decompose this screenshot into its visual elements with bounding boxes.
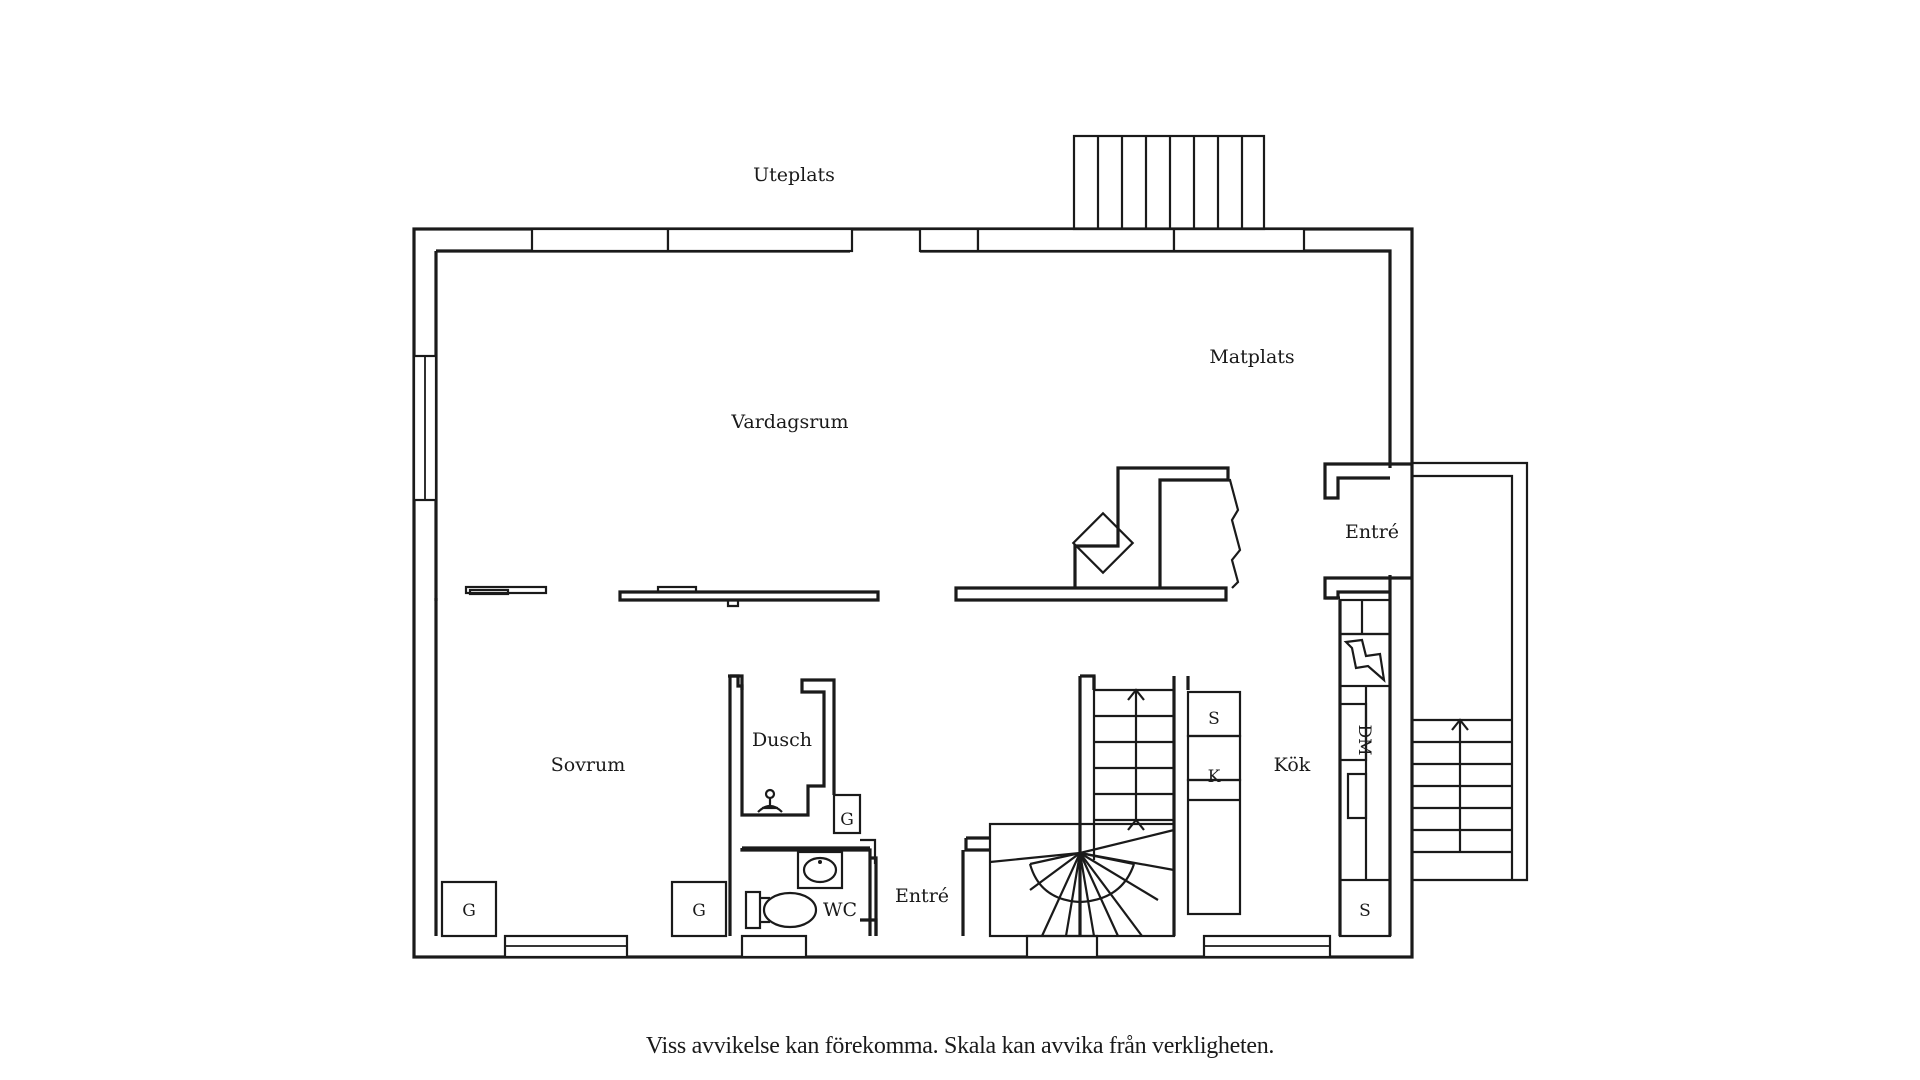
exterior-stairs [1412, 718, 1512, 854]
label-uteplats: Uteplats [753, 164, 835, 186]
label-entre-main: Entré [895, 885, 949, 907]
interior-staircase [988, 674, 1176, 938]
utility-boxes [440, 880, 728, 938]
entry-walls [860, 836, 990, 936]
label-g-bath: G [840, 810, 854, 830]
bottom-windows [503, 934, 1332, 959]
fireplace [1071, 466, 1242, 589]
left-window [412, 354, 438, 502]
kitchen-appliances [1338, 598, 1392, 938]
label-entre-side: Entré [1345, 521, 1399, 543]
living-room-partition [434, 585, 1228, 608]
top-steps [1072, 134, 1266, 231]
disclaimer-text: Viss avvikelse kan förekomma. Skala kan … [645, 1033, 1275, 1059]
kitchen-counter [1186, 690, 1242, 916]
label-sovrum: Sovrum [551, 754, 626, 776]
wc-fixtures [744, 850, 844, 930]
label-g-sovrum-right: G [692, 901, 706, 921]
exterior-walls [412, 227, 1414, 959]
label-vardagsrum: Vardagsrum [730, 411, 848, 433]
label-s-kitchen: S [1208, 709, 1220, 729]
label-s-bottom: S [1359, 901, 1371, 921]
top-windows [530, 227, 1306, 253]
label-dusch: Dusch [752, 729, 812, 751]
shower-enclosure [728, 674, 877, 864]
side-entrance [1323, 461, 1529, 882]
label-dm: DM [1354, 724, 1374, 755]
label-k-kitchen: K [1208, 767, 1221, 787]
label-g-sovrum-left: G [462, 901, 476, 921]
label-kok: Kök [1274, 754, 1311, 776]
label-matplats: Matplats [1209, 346, 1294, 368]
label-wc: WC [823, 899, 857, 921]
